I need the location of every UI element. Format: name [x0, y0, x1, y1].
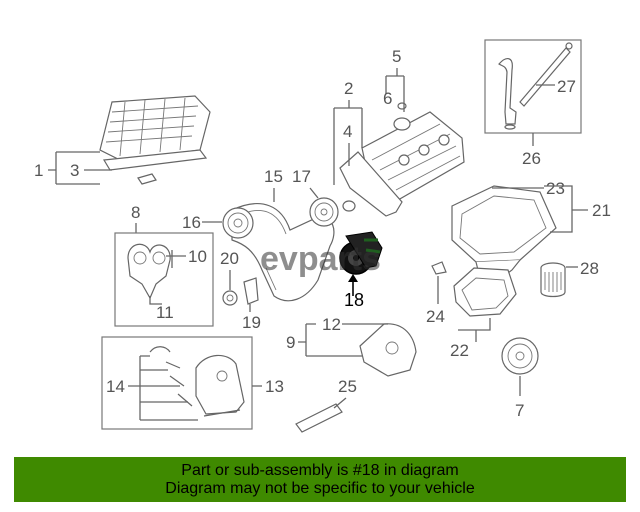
callout-26: 26: [522, 133, 541, 168]
callout-10: 10: [166, 247, 207, 268]
svg-text:26: 26: [522, 149, 541, 168]
callout-2: 2: [333, 79, 363, 185]
svg-text:28: 28: [580, 259, 599, 278]
valve-cover-right[interactable]: [339, 102, 465, 217]
svg-text:10: 10: [188, 247, 207, 266]
timing-belt[interactable]: [231, 203, 335, 302]
callout-16: 16: [182, 213, 222, 232]
svg-text:12: 12: [322, 315, 341, 334]
callout-3: 3: [70, 161, 112, 180]
callout-19: 19: [242, 304, 261, 332]
drain-plug-24[interactable]: [431, 261, 447, 275]
oil-pan-lower[interactable]: [453, 267, 517, 317]
watermark: evparts: [260, 240, 381, 278]
timing-cover-lower[interactable]: [149, 346, 245, 417]
svg-text:20: 20: [220, 249, 239, 268]
svg-text:4: 4: [343, 122, 352, 141]
bracket-19[interactable]: [243, 277, 259, 305]
svg-text:18: 18: [344, 290, 364, 310]
callout-17: 17: [292, 167, 319, 199]
callout-4: 4: [343, 122, 352, 166]
svg-text:5: 5: [392, 47, 401, 66]
callout-8: 8: [131, 203, 140, 233]
callout-25: 25: [333, 377, 357, 409]
svg-text:8: 8: [131, 203, 140, 222]
callout-5: 5: [385, 47, 405, 112]
timing-belt-tensioner-18[interactable]: [339, 231, 383, 275]
svg-text:23: 23: [546, 179, 565, 198]
svg-text:19: 19: [242, 313, 261, 332]
callout-9: 9: [286, 323, 362, 357]
svg-text:2: 2: [344, 79, 353, 98]
oil-pan-upper[interactable]: [451, 185, 557, 283]
svg-text:27: 27: [557, 77, 576, 96]
callout-1: 1: [34, 151, 100, 185]
callout-21: 21: [544, 185, 611, 233]
info-banner: Part or sub-assembly is #18 in diagram D…: [14, 457, 626, 502]
svg-text:15: 15: [264, 167, 283, 186]
callout-23: 23: [492, 179, 565, 198]
timing-cover-12[interactable]: [359, 323, 417, 377]
callout-15: 15: [264, 167, 283, 202]
svg-text:24: 24: [426, 307, 445, 326]
camshaft-sprocket-17[interactable]: [309, 197, 356, 227]
callout-11: 11: [149, 296, 174, 322]
svg-text:22: 22: [450, 341, 469, 360]
callout-7: 7: [515, 376, 524, 420]
banner-line-2: Diagram may not be specific to your vehi…: [165, 480, 475, 497]
callout-22: 22: [450, 318, 491, 360]
timing-cover-seal[interactable]: [127, 243, 171, 300]
idler-pulley-20[interactable]: [222, 290, 238, 306]
callout-24: 24: [426, 276, 445, 326]
svg-text:14: 14: [106, 377, 125, 396]
crankshaft-pulley-7[interactable]: [501, 337, 539, 375]
svg-text:16: 16: [182, 213, 201, 232]
camshaft-sprocket-16[interactable]: [222, 207, 254, 239]
callout-6: 6: [383, 89, 392, 108]
dipstick-parts[interactable]: [498, 42, 573, 130]
svg-text:7: 7: [515, 401, 524, 420]
callout-13: 13: [252, 377, 284, 396]
svg-text:21: 21: [592, 201, 611, 220]
parts-diagram: 1 3 2 4 5 6 27: [34, 39, 611, 433]
callout-14: 14: [106, 355, 198, 421]
banner-line-1: Part or sub-assembly is #18 in diagram: [181, 462, 459, 479]
svg-text:6: 6: [383, 89, 392, 108]
oil-filter-28[interactable]: [540, 262, 566, 298]
svg-text:13: 13: [265, 377, 284, 396]
svg-text:1: 1: [34, 161, 43, 180]
svg-text:9: 9: [286, 333, 295, 352]
part-25[interactable]: [295, 403, 343, 433]
timing-cover-lower-box: [101, 336, 253, 430]
callout-28: 28: [566, 259, 599, 278]
svg-text:3: 3: [70, 161, 79, 180]
svg-text:25: 25: [338, 377, 357, 396]
svg-text:11: 11: [156, 303, 174, 322]
valve-cover-left[interactable]: [99, 95, 211, 185]
callout-12: 12: [322, 315, 388, 334]
callout-27: 27: [536, 77, 576, 96]
callout-20: 20: [220, 249, 239, 290]
svg-text:17: 17: [292, 167, 311, 186]
callout-18: 18: [344, 274, 364, 310]
